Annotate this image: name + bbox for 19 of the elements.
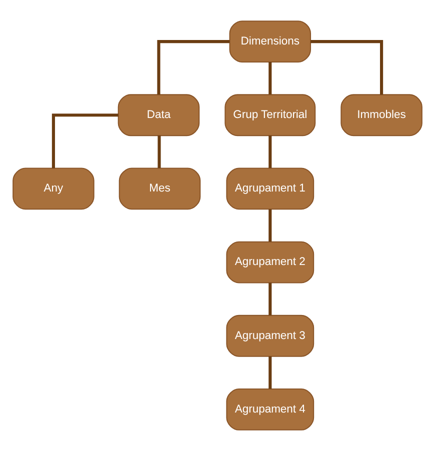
connector bbox=[157, 135, 160, 168]
node-box: Mes bbox=[118, 167, 200, 210]
connector bbox=[268, 208, 272, 242]
node-box: Data bbox=[117, 94, 200, 136]
node-box: Immobles bbox=[340, 94, 422, 136]
node-box: Dimensions bbox=[228, 20, 311, 62]
connector bbox=[268, 135, 272, 168]
node-box: Agrupament 3 bbox=[226, 314, 314, 356]
connector bbox=[156, 40, 230, 94]
connector bbox=[268, 62, 272, 94]
node-box: Agrupament 4 bbox=[226, 388, 314, 430]
connector bbox=[310, 40, 383, 94]
connector bbox=[51, 113, 118, 168]
node-box: Agrupament 2 bbox=[226, 240, 314, 283]
node-box: Agrupament 1 bbox=[226, 167, 314, 210]
node-box: Any bbox=[12, 167, 94, 210]
connector bbox=[268, 356, 272, 388]
connector bbox=[268, 282, 272, 315]
node-box: Grup Territorial bbox=[224, 94, 316, 136]
